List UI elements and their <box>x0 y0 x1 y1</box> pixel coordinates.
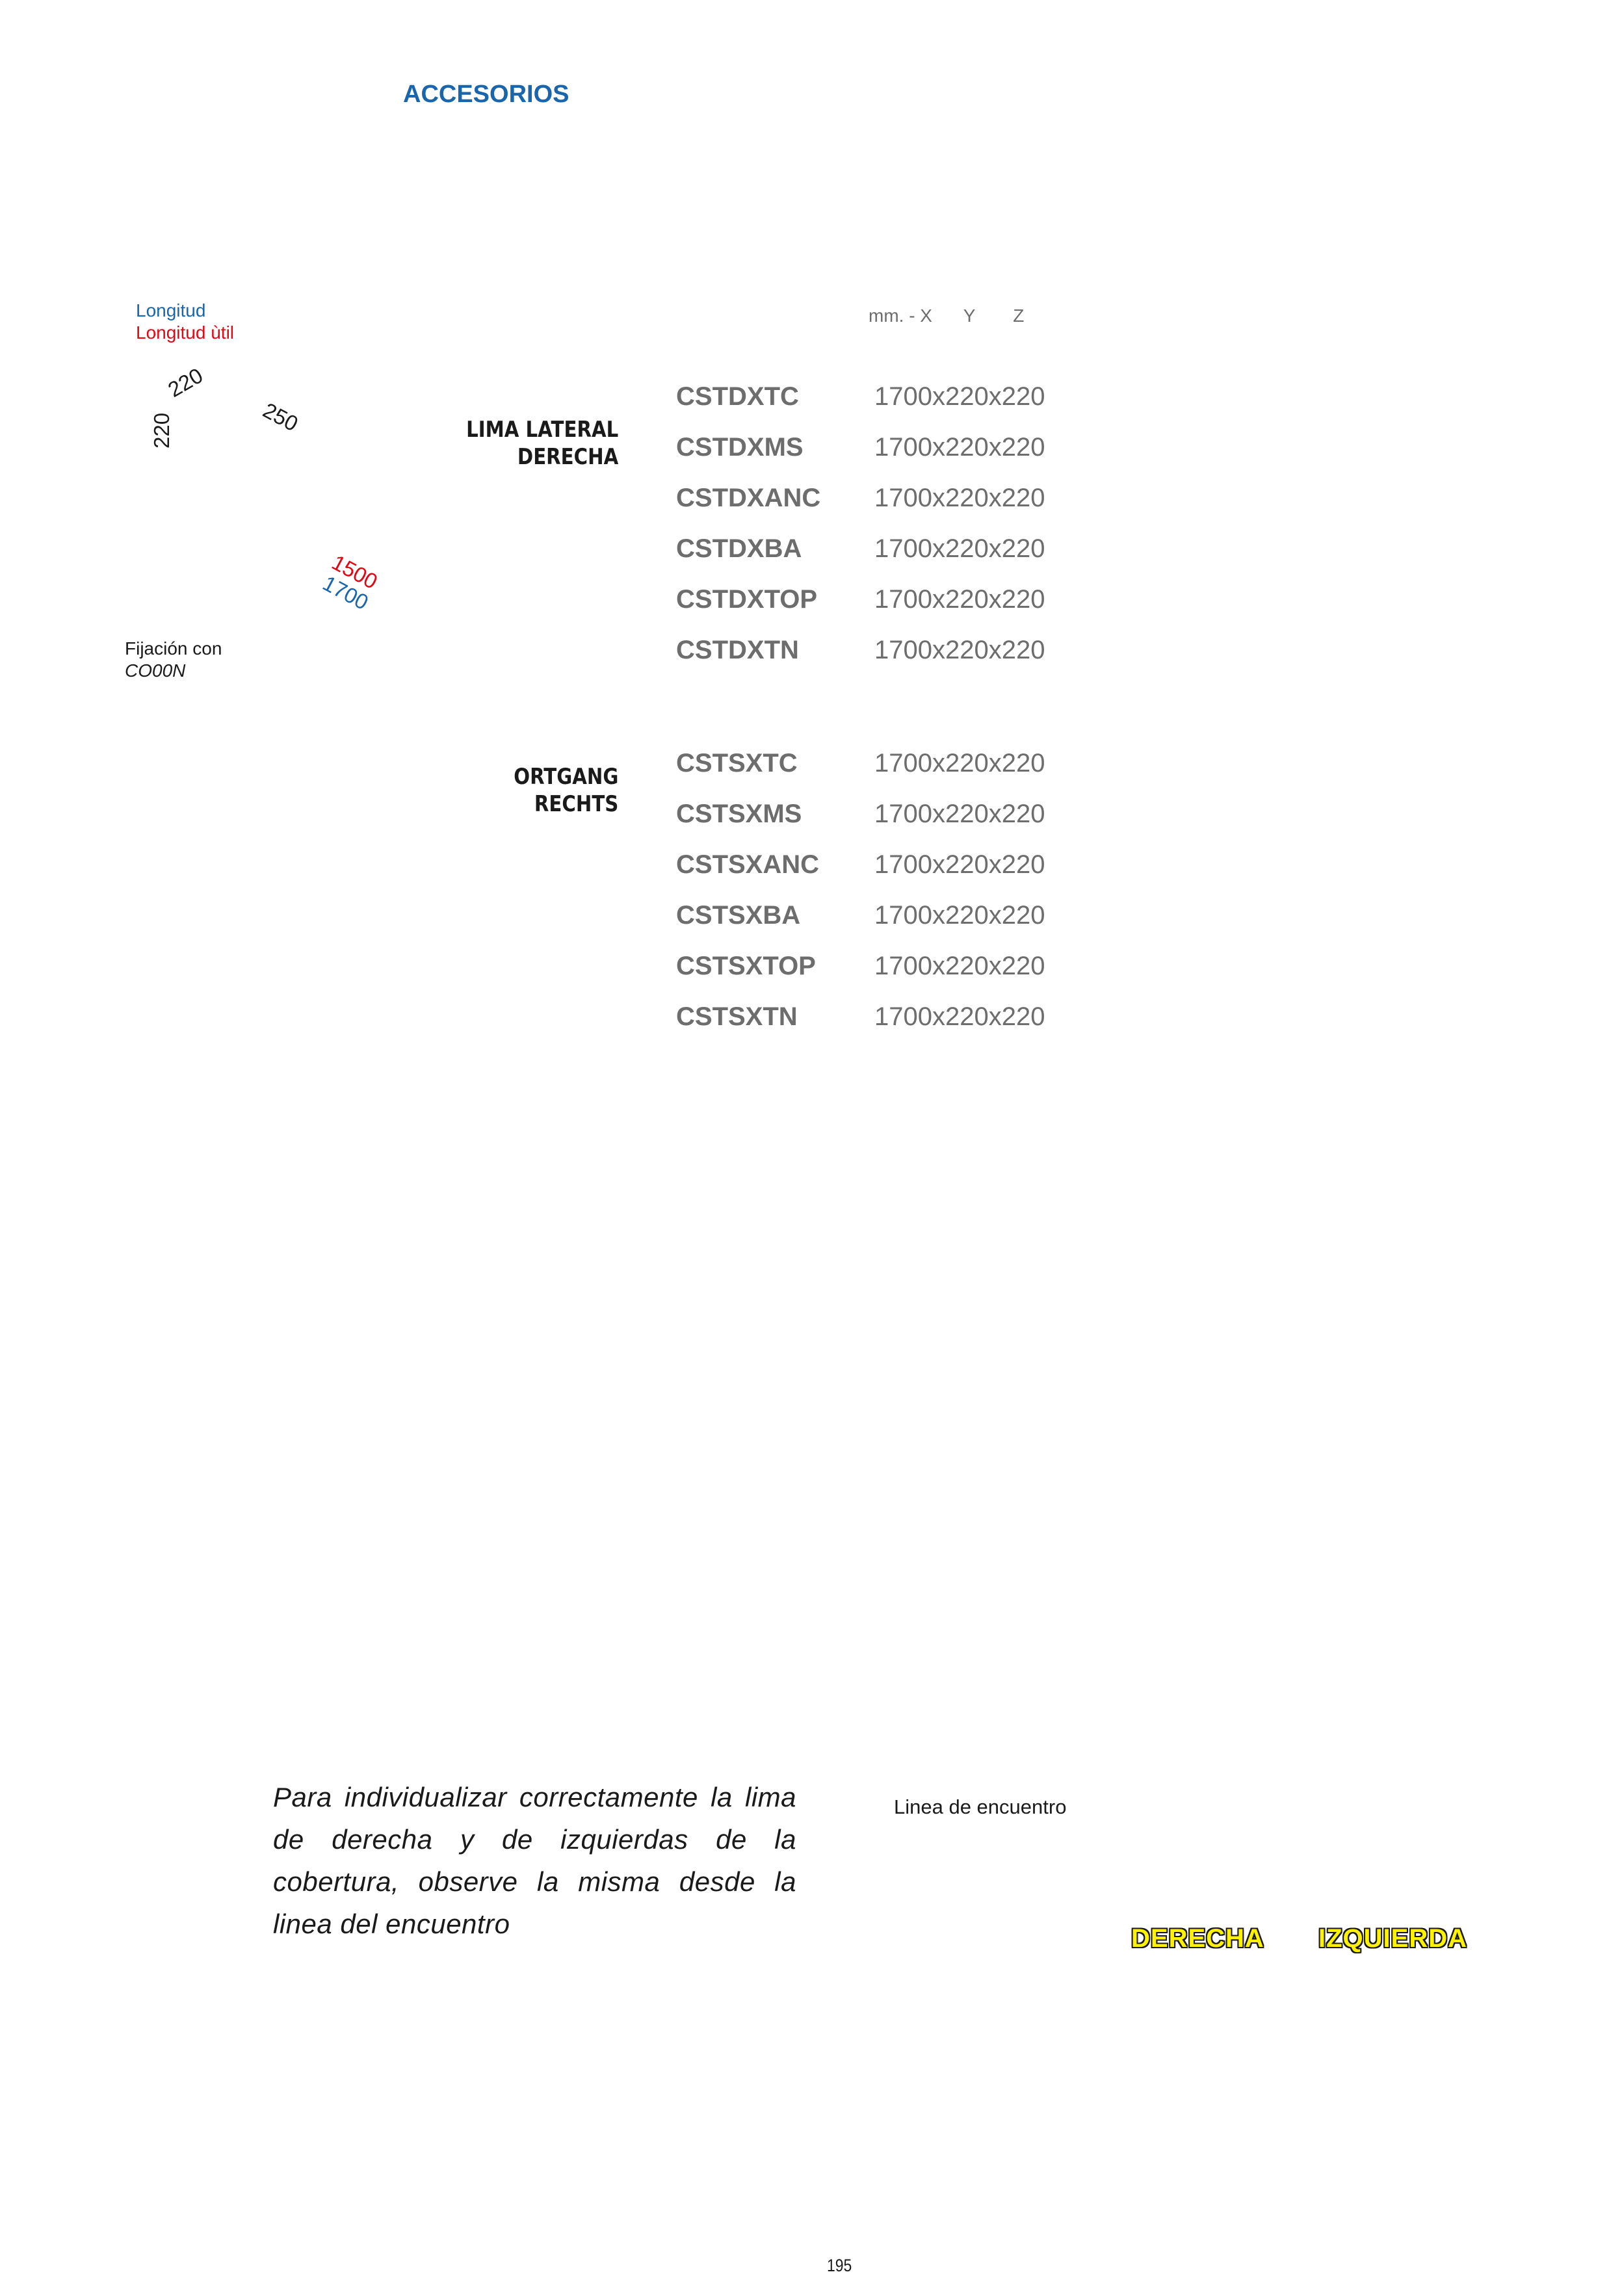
group-title-line: DERECHA <box>517 444 618 470</box>
product-size: 1700x220x220 <box>874 382 1045 411</box>
product-size: 1700x220x220 <box>874 850 1045 879</box>
product-code: CSTDXMS <box>676 433 804 462</box>
page-number: 195 <box>827 2256 852 2275</box>
encounter-line-label: Linea de encuentro <box>894 1795 1067 1818</box>
legend-useful-length: Longitud ùtil <box>136 322 235 343</box>
dimension-width: 220 <box>164 363 207 402</box>
product-size: 1700x220x220 <box>874 1002 1045 1031</box>
product-code: CSTSXMS <box>676 800 802 828</box>
product-size: 1700x220x220 <box>874 534 1045 563</box>
product-code: CSTSXTOP <box>676 952 816 980</box>
units-z: Z <box>1013 306 1025 326</box>
product-size: 1700x220x220 <box>874 636 1045 664</box>
fixing-code: CO00N <box>125 660 186 681</box>
page-section-title: ACCESORIOS <box>403 81 569 108</box>
product-code: CSTDXTC <box>676 382 799 411</box>
product-code: CSTSXTC <box>676 749 798 777</box>
product-size: 1700x220x220 <box>874 433 1045 462</box>
orientation-note: Para individualizar correctamente la lim… <box>273 1782 796 1939</box>
group-title-line: LIMA LATERAL <box>465 417 618 443</box>
units-header: mm. - X Y Z <box>869 306 1024 326</box>
right-label: DERECHA <box>1131 1924 1264 1953</box>
product-code: CSTSXBA <box>676 901 801 930</box>
product-code: CSTDXANC <box>676 484 821 512</box>
product-size: 1700x220x220 <box>874 585 1045 614</box>
group-title-line: RECHTS <box>534 791 618 817</box>
product-code: CSTSXANC <box>676 850 820 879</box>
product-code: CSTDXTN <box>676 636 799 664</box>
product-size: 1700x220x220 <box>874 484 1045 512</box>
product-size: 1700x220x220 <box>874 901 1045 930</box>
fixing-label: Fijación con <box>125 638 222 659</box>
dimension-height: 220 <box>150 412 174 449</box>
group-title-lima-lateral-derecha: LIMA LATERAL DERECHA <box>466 416 618 471</box>
group-title-ortgang-rechts: ORTGANG RECHTS <box>514 763 618 818</box>
product-code: CSTDXBA <box>676 534 802 563</box>
units-y: Y <box>963 306 976 326</box>
dimension-depth: 250 <box>259 398 302 436</box>
group-title-line: ORTGANG <box>513 764 618 790</box>
product-size: 1700x220x220 <box>874 952 1045 980</box>
product-code: CSTSXTN <box>676 1002 798 1031</box>
product-size: 1700x220x220 <box>874 800 1045 828</box>
legend-length: Longitud <box>136 300 206 320</box>
product-code: CSTDXTOP <box>676 585 818 614</box>
product-size: 1700x220x220 <box>874 749 1045 777</box>
left-label: IZQUIERDA <box>1318 1924 1467 1953</box>
units-x: mm. - X <box>869 306 932 326</box>
